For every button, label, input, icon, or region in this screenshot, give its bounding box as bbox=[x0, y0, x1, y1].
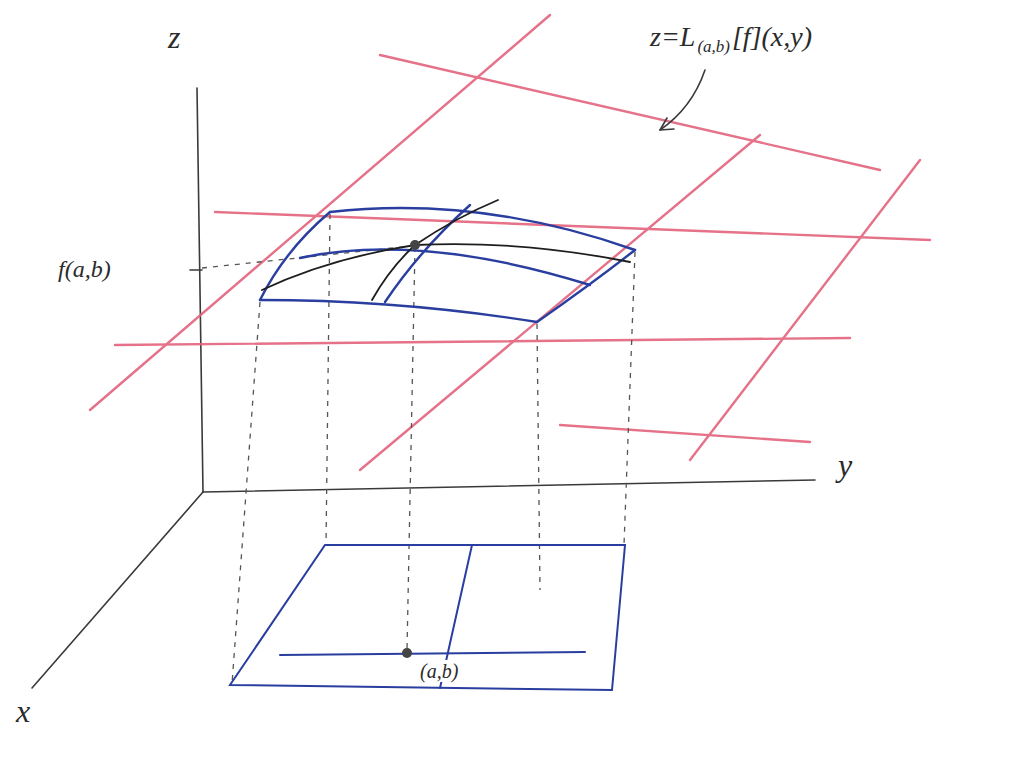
plane-subscript: (a,b) bbox=[695, 38, 732, 57]
leader-arrow bbox=[660, 70, 705, 130]
surface-curves bbox=[262, 200, 630, 300]
z-axis bbox=[197, 88, 203, 492]
plane-label: z=L bbox=[648, 22, 697, 53]
axis-label: z bbox=[166, 20, 182, 55]
axis-tick bbox=[190, 269, 202, 271]
x-axis bbox=[32, 492, 203, 688]
surface-patch bbox=[260, 205, 635, 322]
y-axis bbox=[203, 480, 815, 492]
plane-label: [f](x,y) bbox=[730, 22, 814, 53]
axis-label: x bbox=[14, 694, 32, 729]
tangent-plane-grid bbox=[90, 15, 930, 470]
domain-point bbox=[402, 648, 412, 658]
domain-grid bbox=[230, 545, 625, 690]
point-label: (a,b) bbox=[418, 660, 460, 682]
axis-label: y bbox=[836, 448, 854, 483]
projection-lines bbox=[202, 214, 635, 684]
value-label: f(a,b) bbox=[56, 256, 113, 282]
tangent-point bbox=[410, 240, 420, 250]
